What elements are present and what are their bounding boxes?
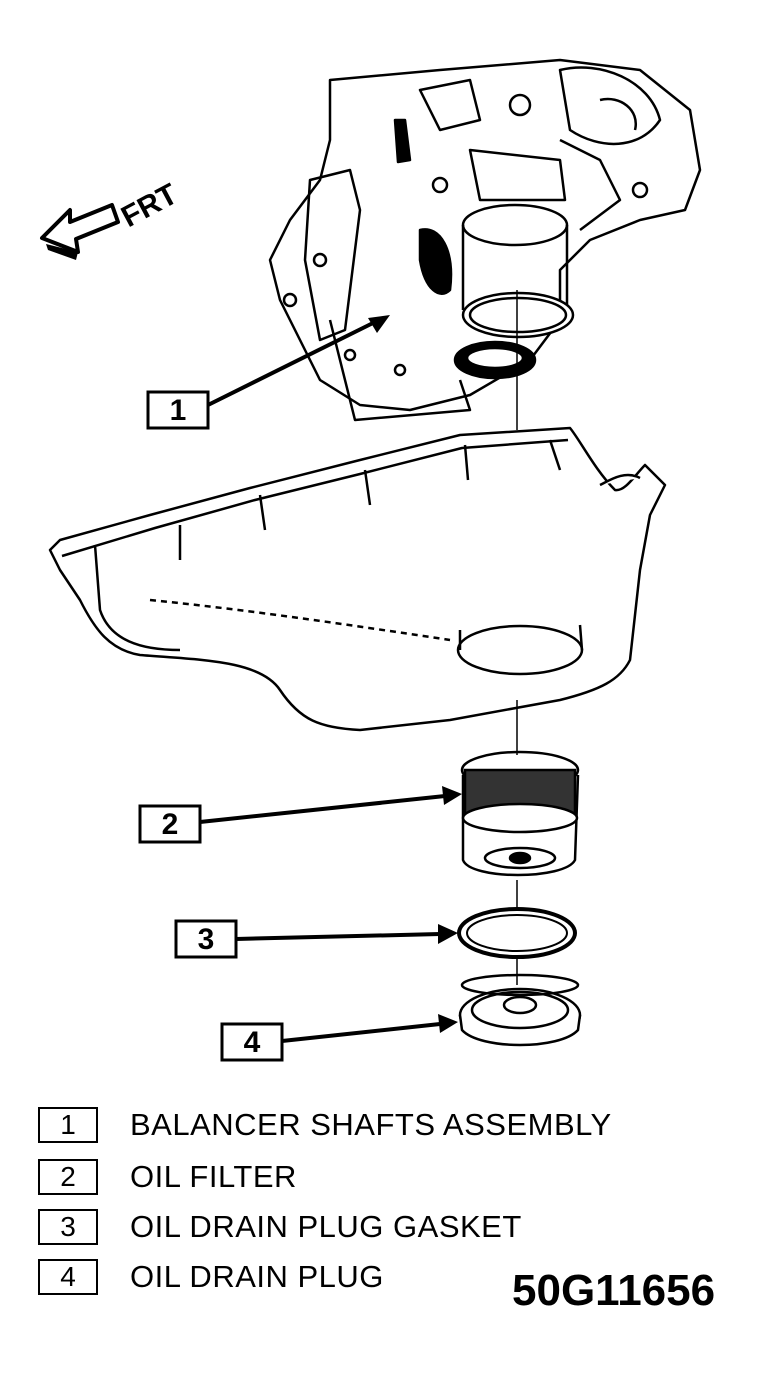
callout-4-label: 4 <box>244 1026 261 1059</box>
front-direction-label: FRT <box>116 178 183 235</box>
legend-label: OIL FILTER <box>130 1159 297 1194</box>
legend-row: 4 OIL DRAIN PLUG <box>38 1257 384 1297</box>
legend-row: 2 OIL FILTER <box>38 1157 297 1197</box>
legend-label: BALANCER SHAFTS ASSEMBLY <box>130 1107 612 1142</box>
legend-number: 2 <box>38 1159 98 1195</box>
callout-2: 2 <box>138 786 462 844</box>
callout-1: 1 <box>146 315 390 430</box>
callout-1-label: 1 <box>170 394 187 427</box>
callout-2-label: 2 <box>162 808 179 841</box>
legend-label: OIL DRAIN PLUG <box>130 1259 384 1294</box>
balancer-shafts-assembly-drawing <box>268 58 702 422</box>
drain-plug-gasket-drawing <box>457 907 577 959</box>
figure-id: 50G11656 <box>512 1266 716 1315</box>
front-arrow-icon <box>40 203 120 254</box>
legend-row: 3 OIL DRAIN PLUG GASKET <box>38 1207 522 1247</box>
oil-pan-drawing <box>48 426 667 732</box>
callout-4: 4 <box>220 1014 458 1062</box>
front-direction-arrow: FRT <box>40 178 183 260</box>
callout-3: 3 <box>174 919 458 959</box>
callout-3-label: 3 <box>198 923 215 956</box>
legend-label: OIL DRAIN PLUG GASKET <box>130 1209 522 1244</box>
legend-number: 1 <box>38 1107 98 1143</box>
drain-plug-drawing <box>458 973 582 1047</box>
legend-row: 1 BALANCER SHAFTS ASSEMBLY <box>38 1105 612 1145</box>
legend-number: 3 <box>38 1209 98 1245</box>
oil-filter-drawing <box>460 750 580 877</box>
legend-number: 4 <box>38 1259 98 1295</box>
